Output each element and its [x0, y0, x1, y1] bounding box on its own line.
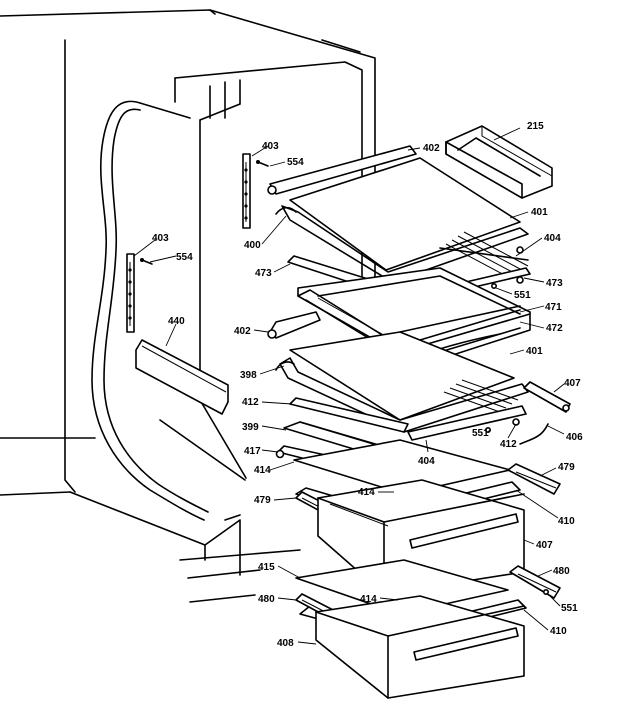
shelf-bracket-upper — [242, 153, 251, 229]
label-551: 551 — [472, 428, 489, 439]
label-440: 440 — [168, 316, 185, 327]
label-472: 472 — [546, 323, 563, 334]
leader-lines — [133, 127, 565, 645]
shelf-bracket-lower — [126, 253, 135, 333]
label-407: 407 — [536, 540, 553, 551]
label-403: 403 — [262, 141, 279, 152]
trim-402-lower — [267, 311, 321, 339]
label-473: 473 — [546, 278, 563, 289]
label-215: 215 — [527, 121, 544, 132]
label-410: 410 — [550, 626, 567, 637]
screw-554-lower — [140, 258, 153, 265]
label-414: 414 — [360, 594, 377, 605]
label-471: 471 — [545, 302, 562, 313]
label-480: 480 — [258, 594, 275, 605]
support-406 — [519, 423, 549, 445]
shelf-trim-412 — [289, 397, 527, 441]
label-402: 402 — [423, 143, 440, 154]
shelf-support-404-upper — [439, 231, 529, 279]
label-404: 404 — [544, 233, 561, 244]
meat-pan-471 — [297, 267, 531, 373]
label-414: 414 — [358, 487, 375, 498]
label-404: 404 — [418, 456, 435, 467]
label-399: 399 — [242, 422, 259, 433]
label-551: 551 — [561, 603, 578, 614]
label-417: 417 — [244, 446, 261, 457]
drawer-slide-479-right — [507, 463, 561, 495]
rail-407-upper — [523, 381, 571, 413]
side-rail-440 — [135, 339, 229, 415]
label-412: 412 — [500, 439, 517, 450]
label-401: 401 — [531, 207, 548, 218]
label-415: 415 — [258, 562, 275, 573]
label-401: 401 — [526, 346, 543, 357]
label-479: 479 — [254, 495, 271, 506]
label-554: 554 — [176, 252, 193, 263]
label-551: 551 — [514, 290, 531, 301]
label-414: 414 — [254, 465, 271, 476]
crisper-drawer-408 — [315, 595, 525, 699]
clip-551-lower — [542, 588, 549, 595]
label-408: 408 — [277, 638, 294, 649]
label-473: 473 — [255, 268, 272, 279]
label-554: 554 — [287, 157, 304, 168]
clip-551-upper — [490, 282, 497, 289]
label-402: 402 — [234, 326, 251, 337]
shelf-support-404-middle — [443, 379, 519, 413]
label-479: 479 — [558, 462, 575, 473]
part-labels: 215 402 403 554 401 400 404 403 554 473 … — [152, 121, 583, 649]
crisper-glass-414-lower — [295, 559, 509, 615]
label-406: 406 — [566, 432, 583, 443]
label-480: 480 — [553, 566, 570, 577]
label-403: 403 — [152, 233, 169, 244]
dairy-tray-215 — [445, 125, 553, 199]
label-398: 398 — [240, 370, 257, 381]
label-410: 410 — [558, 516, 575, 527]
label-400: 400 — [244, 240, 261, 251]
label-407: 407 — [564, 378, 581, 389]
shelf-frame-upper — [267, 145, 529, 283]
refrigerator-cabinet — [0, 9, 376, 603]
screw-554-upper — [256, 160, 269, 167]
label-412: 412 — [242, 397, 259, 408]
shelf-glass-401-middle — [289, 331, 515, 421]
